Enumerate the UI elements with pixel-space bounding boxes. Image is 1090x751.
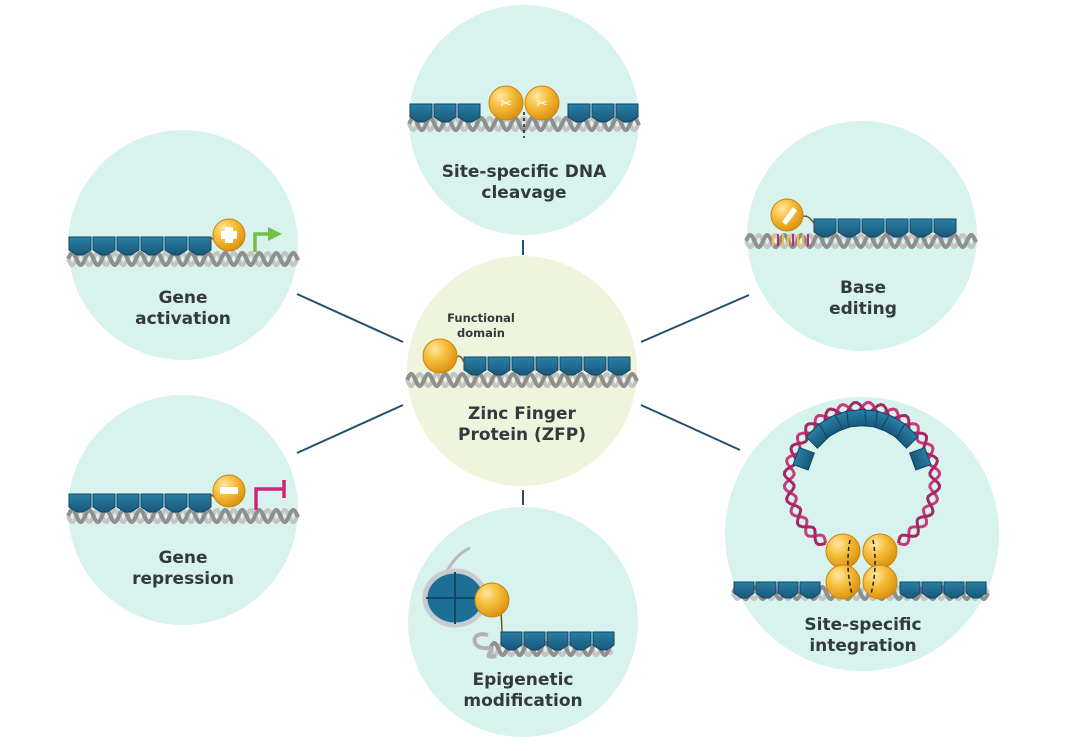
integration-zinc-fingers-left	[733, 581, 821, 599]
activation-zinc-fingers	[68, 236, 212, 256]
cleavage-zinc-fingers-right	[567, 103, 639, 123]
cleavage-label: Site-specific DNA cleavage	[441, 162, 607, 203]
scissors-icon: ✂	[500, 96, 512, 112]
pencil-icon	[782, 207, 797, 225]
edited-bases	[772, 234, 809, 246]
center-zinc-fingers	[463, 356, 631, 376]
connector-activation	[296, 293, 404, 343]
base-editing-zinc-fingers	[813, 218, 957, 238]
connector-repression	[296, 404, 404, 454]
integration-inner-fingers	[792, 408, 932, 471]
scissors-icon: ✂	[536, 96, 548, 112]
epigenetic-zinc-fingers	[500, 631, 615, 651]
integration-domain-bottom-right	[862, 564, 898, 600]
base-editing-domain	[770, 198, 804, 232]
base-editing-label: Base editing	[829, 278, 897, 319]
epigenetic-domain	[474, 582, 510, 618]
cleavage-nuclease-left	[488, 85, 524, 121]
minus-icon	[220, 487, 238, 494]
integration-domain-bottom-left	[825, 564, 861, 600]
integration-domain-top-left	[825, 533, 861, 569]
integration-zinc-fingers-right	[899, 581, 987, 599]
activation-label: Gene activation	[135, 288, 231, 329]
repression-label: Gene repression	[132, 548, 234, 589]
base-editing-dna-helix	[744, 232, 978, 250]
plus-icon	[225, 227, 233, 243]
repression-zinc-fingers	[68, 493, 212, 513]
repression-mark	[254, 487, 284, 510]
connector-base-editing	[640, 294, 750, 343]
connector-integration	[640, 404, 741, 451]
cleavage-zinc-fingers-left	[409, 103, 481, 123]
cleavage-nuclease-right	[524, 85, 560, 121]
illustrations: ✂✂	[66, 85, 990, 659]
integration-label: Site-specific integration	[804, 615, 922, 656]
connector-lines	[296, 240, 750, 505]
activation-arrow	[253, 232, 270, 252]
circle-epigenetic	[408, 507, 638, 737]
epigenetic-label: Epigenetic modification	[463, 670, 583, 711]
integration-domain-top-right	[862, 533, 898, 569]
center-functional-domain	[422, 338, 458, 374]
center-label: Zinc Finger Protein (ZFP)	[458, 404, 586, 445]
functional-domain-label: Functional domain	[447, 311, 515, 340]
